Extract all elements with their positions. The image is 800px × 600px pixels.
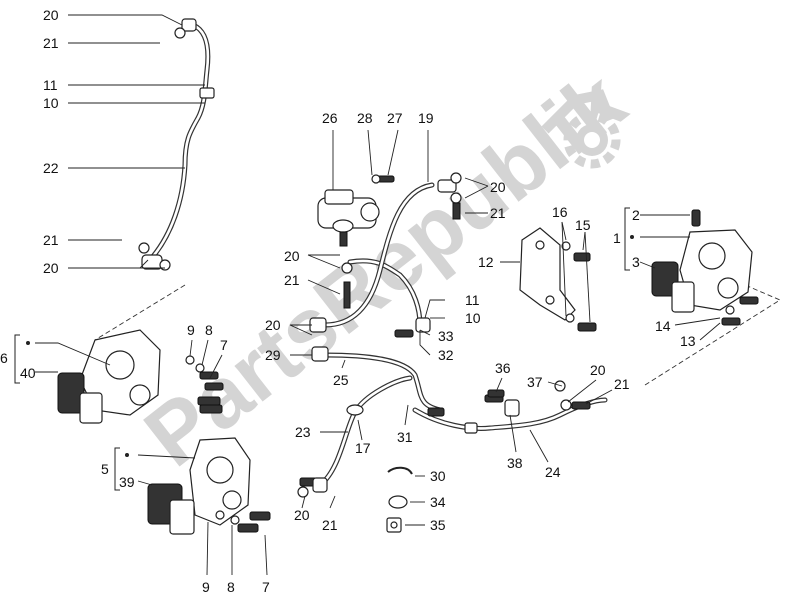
callout-9: 9 <box>202 579 210 595</box>
callout-labels: 20 21 11 10 22 21 20 26 28 27 19 20 21 2… <box>0 7 696 595</box>
callout-39: 39 <box>119 474 135 490</box>
caliper-front-left <box>57 329 161 424</box>
callout-21: 21 <box>614 376 630 392</box>
callout-21: 21 <box>490 205 506 221</box>
watermark-text: PartsRepublik <box>128 53 643 485</box>
callout-17: 17 <box>355 440 371 456</box>
callout-21: 21 <box>43 35 59 51</box>
callout-20: 20 <box>284 248 300 264</box>
callout-14: 14 <box>655 318 671 334</box>
callout-21: 21 <box>284 272 300 288</box>
callout-11: 11 <box>43 77 58 93</box>
callout-38: 38 <box>507 455 523 471</box>
callout-30: 30 <box>430 468 446 484</box>
clip-30 <box>387 466 413 475</box>
callout-20: 20 <box>490 179 506 195</box>
callout-5: 5 <box>101 461 109 477</box>
callout-20: 20 <box>43 7 59 23</box>
callout-26: 26 <box>322 110 338 126</box>
bracket <box>519 227 576 321</box>
hose-front-upper <box>138 18 215 271</box>
callout-20: 20 <box>294 507 310 523</box>
callout-22: 22 <box>43 160 59 176</box>
watermark: PartsRepublik <box>128 53 643 485</box>
callout-32: 32 <box>438 347 454 363</box>
master-cylinder <box>317 189 380 247</box>
callout-1: 1 <box>613 230 621 246</box>
callout-25: 25 <box>333 372 349 388</box>
callout-28: 28 <box>357 110 373 126</box>
callout-15: 15 <box>575 217 591 233</box>
callout-20: 20 <box>43 260 59 276</box>
watermark-flag <box>541 89 615 134</box>
callout-20: 20 <box>590 362 606 378</box>
callout-8: 8 <box>227 579 235 595</box>
clamp-34 <box>388 495 408 509</box>
callout-21: 21 <box>43 232 59 248</box>
callout-27: 27 <box>387 110 403 126</box>
callout-8: 8 <box>205 322 213 338</box>
hose-right-lower-fittings <box>487 380 591 411</box>
bolts-bracket <box>561 241 597 332</box>
callout-20: 20 <box>265 317 281 333</box>
leader-lines <box>35 14 721 576</box>
gear-icon <box>563 111 621 169</box>
caliper-rear-left <box>147 437 251 535</box>
callout-13: 13 <box>680 333 696 349</box>
bolts-front-caliper <box>185 355 224 414</box>
bolt-28-27 <box>371 174 395 184</box>
group-brackets <box>14 207 630 491</box>
callout-21: 21 <box>322 517 338 533</box>
callout-6: 6 <box>0 350 8 366</box>
callout-24: 24 <box>545 464 561 480</box>
callout-36: 36 <box>495 360 511 376</box>
callout-11: 11 <box>465 292 480 308</box>
group-dots <box>26 235 634 457</box>
callout-7: 7 <box>262 579 270 595</box>
caliper-right <box>651 209 759 326</box>
callout-2: 2 <box>632 207 640 223</box>
callout-9: 9 <box>187 322 195 338</box>
callout-19: 19 <box>418 110 434 126</box>
callout-37: 37 <box>527 374 543 390</box>
callout-3: 3 <box>632 254 640 270</box>
callout-31: 31 <box>397 429 413 445</box>
callout-12: 12 <box>478 254 494 270</box>
callout-7: 7 <box>220 337 228 353</box>
callout-23: 23 <box>295 424 311 440</box>
callout-10: 10 <box>465 310 481 326</box>
callout-40: 40 <box>20 365 36 381</box>
callout-29: 29 <box>265 347 281 363</box>
callout-33: 33 <box>438 328 454 344</box>
callout-35: 35 <box>430 517 446 533</box>
callout-16: 16 <box>552 204 568 220</box>
callout-34: 34 <box>430 494 446 510</box>
callout-10: 10 <box>43 95 59 111</box>
clip-35 <box>386 517 402 533</box>
